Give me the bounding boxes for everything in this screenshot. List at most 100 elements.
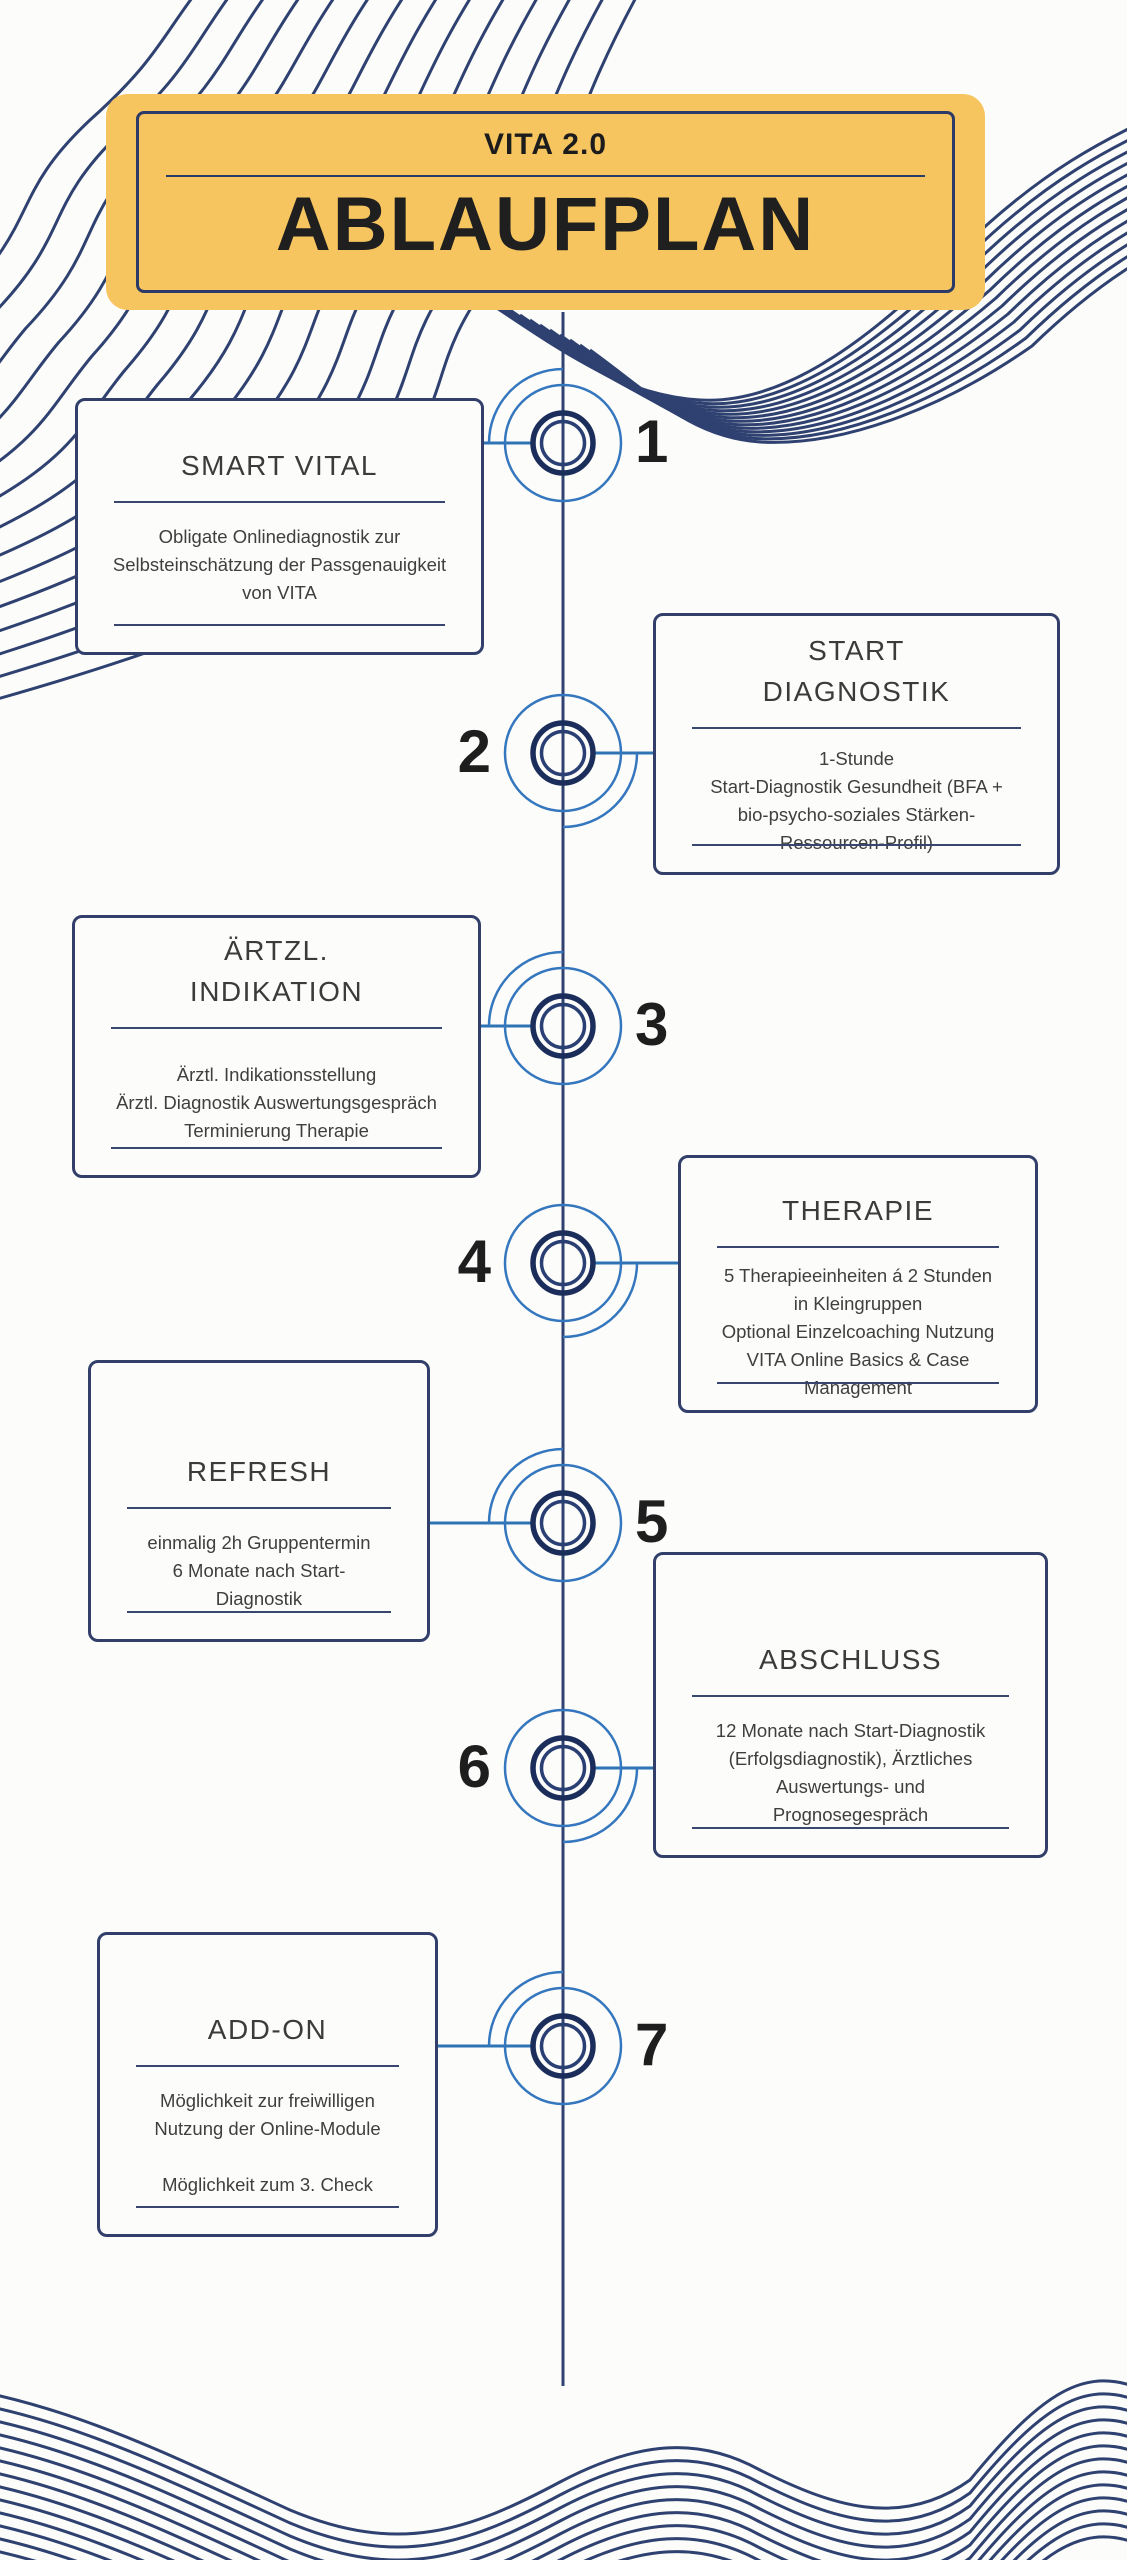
step-description-line: Obligate Onlinediagnostik zur: [158, 526, 401, 547]
wave-line: [0, 0, 265, 364]
step-title: ABSCHLUSS: [758, 1644, 943, 1675]
step-description-line: Terminierung Therapie: [184, 1120, 369, 1141]
node-ring-inner: [539, 1499, 587, 1547]
step-description-line: 12 Monate nach Start-Diagnostik: [715, 1720, 986, 1741]
wave-line: [0, 0, 404, 529]
step-card-3: ÄRTZL. INDIKATION Ärztl. Indikationsstel…: [72, 915, 481, 1178]
node-outer-circle: [503, 1986, 623, 2106]
step-number-4: 4: [457, 1228, 491, 1295]
node-offset-arc: [562, 752, 639, 829]
page-title: ABLAUFPLAN: [275, 182, 816, 267]
node-outer-circle: [503, 1463, 623, 1583]
step-body: 12 Monate nach Start-Diagnostik (Erfolgs…: [656, 1717, 1045, 1829]
step-body: 1-Stunde Start-Diagnostik Gesundheit (BF…: [656, 745, 1057, 857]
wave-line: [0, 2483, 1127, 2560]
node-offset-arc: [487, 1970, 564, 2047]
wave-line: [0, 0, 193, 256]
step-card-4: THERAPIE 5 Therapieeinheiten á 2 Stunden…: [678, 1155, 1038, 1413]
node-outer-circle: [503, 1708, 623, 1828]
node-offset-arc: [487, 950, 564, 1027]
step-description-line: Diagnostik: [215, 1588, 303, 1609]
step-description-line: Management: [804, 1377, 912, 1398]
wave-line: [0, 2457, 1127, 2560]
step-card-7: ADD-ON Möglichkeit zur freiwilligen Nutz…: [97, 1932, 438, 2237]
step-card-5: REFRESH einmalig 2h Gruppentermin 6 Mona…: [88, 1360, 430, 1642]
step-number-7: 7: [635, 2011, 669, 2078]
title-divider: [114, 501, 445, 503]
step-body: 5 Therapieeinheiten á 2 Stunden in Klein…: [681, 1262, 1035, 1402]
step-body: Obligate Onlinediagnostik zur Selbsteins…: [78, 523, 481, 607]
step-body: Ärztl. Indikationsstellung Ärztl. Diagno…: [75, 1061, 478, 1145]
node-ring-inner: [539, 729, 587, 777]
node-ring-inner: [539, 2022, 587, 2070]
step-title: REFRESH: [186, 1456, 332, 1487]
step-body: einmalig 2h Gruppentermin 6 Monate nach …: [91, 1529, 427, 1613]
step-description-line: Nutzung der Online-Module: [154, 2118, 381, 2139]
node-ring-inner: [539, 1002, 587, 1050]
step-title: ÄRTZL.: [224, 935, 329, 966]
node-outer-circle: [503, 383, 623, 503]
bottom-divider: [111, 1147, 442, 1149]
step-description-line: Ärztl. Diagnostik Auswertungsgespräch: [116, 1092, 437, 1113]
wave-line: [0, 2392, 1127, 2549]
step-title: START: [808, 635, 905, 666]
title-divider: [717, 1246, 999, 1248]
step-description-line: (Erfolgsdiagnostik), Ärztliches: [728, 1748, 973, 1769]
header-inner-frame: VITA 2.0 ABLAUFPLAN: [136, 111, 955, 293]
step-description-line: in Kleingruppen: [793, 1293, 923, 1314]
step-description-line: VITA Online Basics & Case: [746, 1349, 970, 1370]
node-ring-outer: [530, 1735, 596, 1801]
bottom-divider: [127, 1611, 391, 1613]
step-description-line: 6 Monate nach Start-: [172, 1560, 346, 1581]
step-description-line: Prognosegespräch: [772, 1804, 929, 1825]
step-card-2: START DIAGNOSTIK 1-Stunde Start-Diagnost…: [653, 613, 1060, 875]
step-description-line: einmalig 2h Gruppentermin: [147, 1532, 371, 1553]
step-description-line: von VITA: [242, 582, 317, 603]
step-description-line: Selbsteinschätzung der Passgenauigkeit: [112, 554, 447, 575]
step-title: SMART VITAL: [181, 450, 378, 481]
step-description-line: Ressourcen-Profil): [779, 832, 934, 853]
wave-line: [589, 267, 1127, 444]
step-number-6: 6: [457, 1733, 491, 1800]
node-ring-inner: [539, 419, 587, 467]
header-divider: [166, 175, 925, 177]
bottom-divider: [692, 1827, 1009, 1829]
bottom-divider: [717, 1382, 999, 1384]
step-title: INDIKATION: [189, 976, 364, 1007]
node-ring-inner: [539, 1744, 587, 1792]
node-offset-arc: [562, 1262, 639, 1339]
step-description-line: Möglichkeit zum 3. Check: [162, 2174, 373, 2195]
bottom-divider: [136, 2206, 399, 2208]
step-description-line: Möglichkeit zur freiwilligen: [160, 2090, 375, 2111]
step-description-line: Ärztl. Indikationsstellung: [176, 1064, 377, 1085]
node-outer-circle: [503, 1203, 623, 1323]
wave-line: [0, 0, 229, 309]
wave-line: [0, 2379, 1127, 2536]
node-ring-outer: [530, 993, 596, 1059]
node-ring-outer: [530, 720, 596, 786]
node-ring-outer: [530, 1490, 596, 1556]
step-number-2: 2: [457, 718, 491, 785]
wave-line: [0, 2418, 1127, 2560]
step-title: ADD-ON: [207, 2014, 328, 2045]
step-number-3: 3: [635, 991, 669, 1058]
step-description-line: 1-Stunde: [818, 748, 895, 769]
step-number-5: 5: [635, 1488, 669, 1555]
wave-line: [0, 2444, 1127, 2560]
node-ring-outer: [530, 410, 596, 476]
step-description-line: Optional Einzelcoaching Nutzung: [721, 1321, 995, 1342]
step-title: THERAPIE: [781, 1195, 935, 1226]
bottom-divider: [692, 844, 1021, 846]
header-badge: VITA 2.0 ABLAUFPLAN: [106, 94, 985, 310]
step-description-line: Start-Diagnostik Gesundheit (BFA +: [710, 776, 1003, 797]
step-description-line: [100, 2143, 435, 2171]
title-divider: [111, 1027, 442, 1029]
step-description-line: 5 Therapieeinheiten á 2 Stunden: [723, 1265, 993, 1286]
step-card-6: ABSCHLUSS 12 Monate nach Start-Diagnosti…: [653, 1552, 1048, 1858]
step-title: DIAGNOSTIK: [762, 676, 951, 707]
step-card-1: SMART VITAL Obligate Onlinediagnostik zu…: [75, 398, 484, 655]
title-divider: [692, 1695, 1009, 1697]
wave-line: [0, 2470, 1127, 2560]
node-ring-outer: [530, 1230, 596, 1296]
node-offset-arc: [487, 367, 564, 444]
